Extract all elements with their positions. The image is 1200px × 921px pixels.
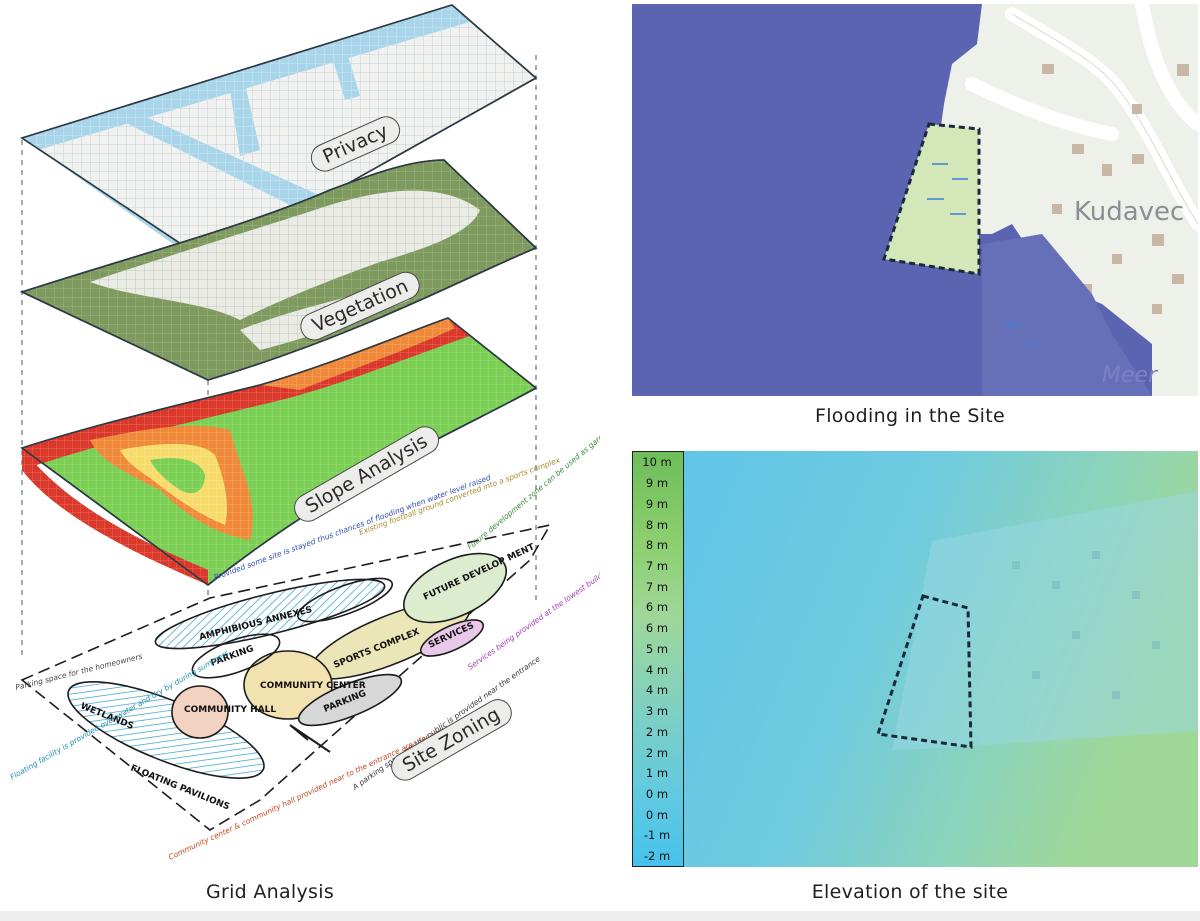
grid-analysis-caption: Grid Analysis — [205, 881, 335, 903]
water-label: Meer — [1102, 363, 1159, 388]
scale-label: 4 m — [645, 663, 669, 677]
scale-label: 9 m — [645, 497, 669, 511]
privacy-layer — [20, 4, 538, 263]
scale-label: 4 m — [645, 683, 669, 697]
zone-label: COMMUNITY HALL — [184, 705, 276, 715]
scale-label: 7 m — [645, 580, 669, 594]
bottom-strip — [0, 911, 1200, 921]
scale-label: 1 m — [645, 766, 669, 780]
scale-label: 8 m — [645, 518, 669, 532]
scale-label: 5 m — [645, 642, 669, 656]
scale-label: -2 m — [643, 849, 671, 863]
scale-label: 8 m — [645, 538, 669, 552]
place-label: Kudavec — [1074, 197, 1184, 227]
elevation-caption: Elevation of the site — [811, 881, 1009, 903]
scale-label: 3 m — [645, 704, 669, 718]
scale-label: 6 m — [645, 621, 669, 635]
scale-label: 2 m — [645, 746, 669, 760]
scale-label: -1 m — [643, 828, 671, 842]
scale-label: 0 m — [645, 787, 669, 801]
scale-label: 10 m — [642, 455, 672, 469]
flooding-map: Kudavec Meer — [632, 4, 1198, 396]
zone-label: COMMUNITY CENTER — [260, 681, 366, 691]
scale-label: 6 m — [645, 600, 669, 614]
scale-label: 2 m — [645, 725, 669, 739]
flooding-caption: Flooding in the Site — [815, 405, 1005, 427]
elevation-legend: 10 m 9 m 9 m 8 m 8 m 7 m 7 m 6 m 6 m 5 m… — [632, 451, 684, 867]
scale-label: 9 m — [645, 476, 669, 490]
grid-analysis-diagram: AMPHIBIOUS ANNEXES WETLANDS SPORTS COMPL… — [9, 4, 600, 862]
site-zoning-sketch — [20, 523, 552, 831]
scale-label: 0 m — [645, 808, 669, 822]
slope-layer — [20, 317, 538, 587]
scale-label: 7 m — [645, 559, 669, 573]
elevation-map — [632, 451, 1198, 867]
